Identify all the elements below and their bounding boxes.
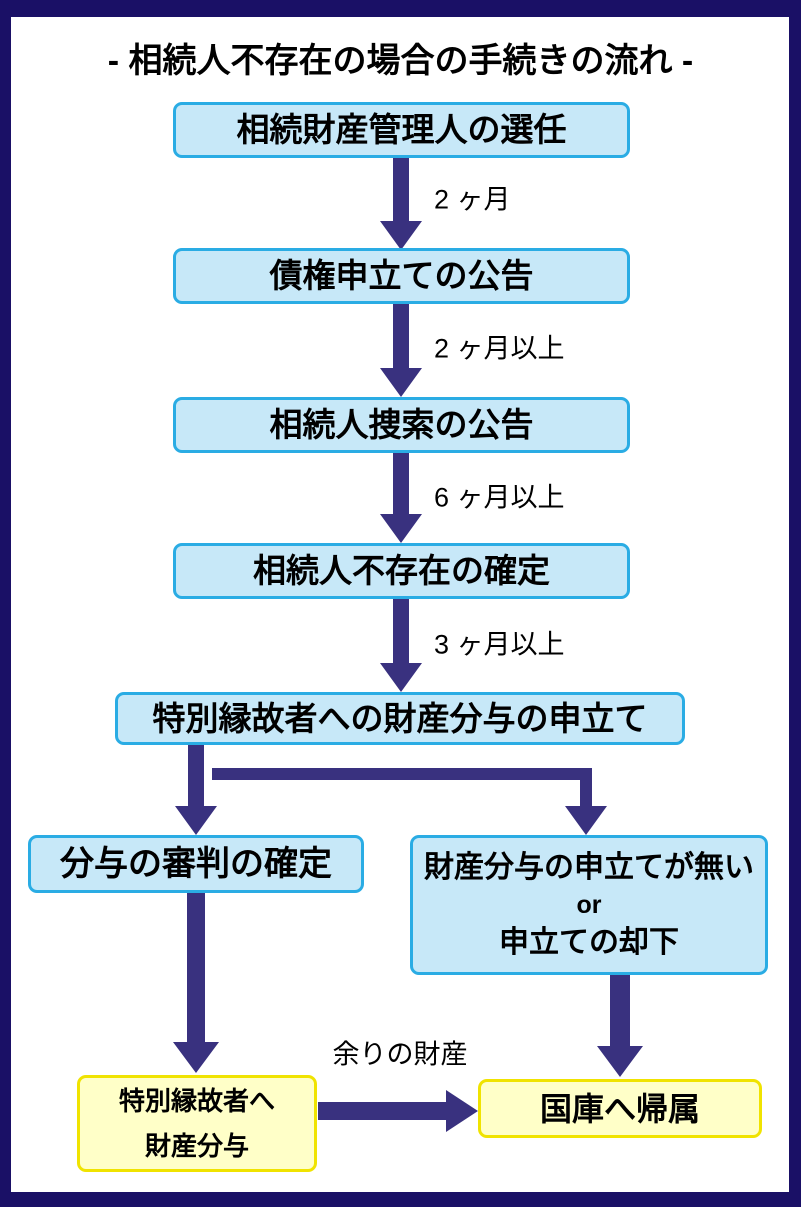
result-distribute-to-relative-box: 特別縁故者へ 財産分与 — [77, 1075, 317, 1172]
arrow-result1-to-result2 — [318, 1090, 478, 1132]
edge-label-two-months-plus: 2 ヶ月以上 — [434, 333, 565, 364]
step-label-line1: 財産分与の申立てが無い — [424, 851, 754, 884]
step-no-petition-box: 財産分与の申立てが無い or 申立ての却下 — [410, 835, 768, 975]
result-label-line1: 特別縁故者へ — [118, 1085, 275, 1116]
arrow-step3-to-step4 — [380, 451, 422, 543]
step-label: 相続人捜索の公告 — [269, 406, 534, 444]
edge-label-six-months-plus: 6 ヶ月以上 — [434, 482, 565, 513]
arrow-step4-to-step5 — [380, 597, 422, 692]
step-label: 分与の審判の確定 — [60, 844, 332, 883]
step-label: 債権申立ての公告 — [269, 257, 534, 295]
step-distribution-ruling-box: 分与の審判の確定 — [28, 835, 364, 893]
step-label: 相続財産管理人の選任 — [236, 111, 567, 149]
step-label-line3: 申立ての却下 — [499, 926, 679, 959]
step-heir-search-notice-box: 相続人捜索の公告 — [173, 397, 630, 453]
step-appoint-administrator-box: 相続財産管理人の選任 — [173, 102, 630, 158]
page-title: - 相続人不存在の場合の手続きの流れ - — [107, 42, 694, 80]
step-no-heir-confirmed-box: 相続人不存在の確定 — [173, 543, 630, 599]
edge-label-two-months: 2 ヶ月 — [434, 184, 511, 215]
edge-label-remaining-assets: 余りの財産 — [332, 1039, 468, 1070]
arrow-step7-to-result2 — [597, 973, 643, 1077]
result-treasury-box: 国庫へ帰属 — [478, 1079, 762, 1138]
step-label: 特別縁故者への財産分与の申立て — [152, 699, 648, 737]
arrow-step1-to-step2 — [380, 156, 422, 250]
step-special-relative-petition-box: 特別縁故者への財産分与の申立て — [115, 692, 685, 745]
step-label-line2: or — [576, 891, 602, 919]
arrow-step5-to-step6 — [175, 743, 217, 835]
result-label-line2: 財産分与 — [144, 1131, 249, 1161]
edge-label-three-months-plus: 3 ヶ月以上 — [434, 629, 565, 660]
arrow-step6-to-result1 — [173, 891, 219, 1073]
step-credit-claim-notice-box: 債権申立ての公告 — [173, 248, 630, 304]
arrow-step5-to-step7-elbow — [212, 768, 607, 835]
result-label: 国庫へ帰属 — [539, 1090, 700, 1127]
step-label: 相続人不存在の確定 — [253, 552, 550, 590]
arrow-step2-to-step3 — [380, 302, 422, 397]
